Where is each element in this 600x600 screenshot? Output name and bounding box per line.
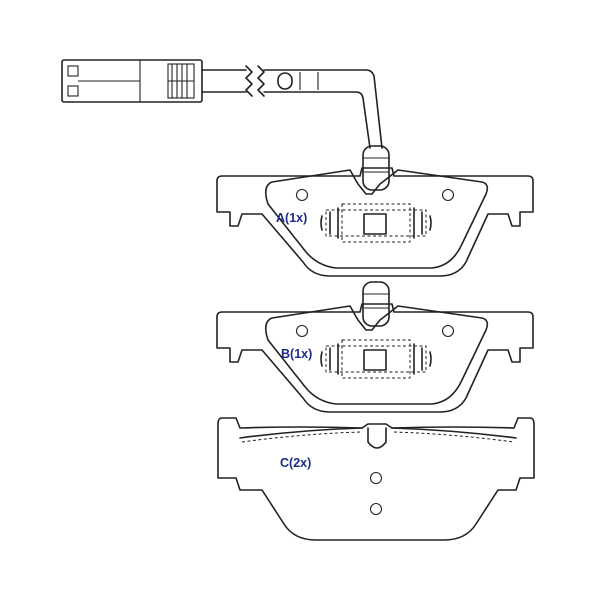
pad-c-backing-plate (217, 417, 535, 541)
pad-c-hole-upper (369, 471, 383, 485)
pad-a-sensor-clip (362, 145, 390, 191)
pad-a-hole-left (295, 188, 309, 202)
sensor-plug (61, 59, 203, 103)
pad-b-spring-clip (320, 339, 432, 379)
pad-c-center-notch (367, 427, 387, 449)
pad-a-spring-clip (320, 203, 432, 243)
pad-a-friction-material (264, 169, 489, 269)
wear-sensor (61, 59, 383, 149)
pad-a (216, 145, 534, 277)
pad-a-hole-right (441, 188, 455, 202)
sensor-cable (201, 65, 383, 149)
pad-c-label: C(2x) (280, 456, 311, 470)
pad-b-label: B(1x) (281, 347, 312, 361)
pad-b-hole-right (441, 324, 455, 338)
pad-c (217, 417, 535, 541)
pad-c-hole-lower (369, 502, 383, 516)
pad-b-hole-left (295, 324, 309, 338)
pad-b-sensor-clip (362, 281, 390, 327)
pad-b-friction-material (264, 305, 489, 405)
pad-b (216, 281, 534, 413)
pad-c-friction-edge (239, 427, 517, 439)
pad-a-label: A(1x) (276, 211, 307, 225)
